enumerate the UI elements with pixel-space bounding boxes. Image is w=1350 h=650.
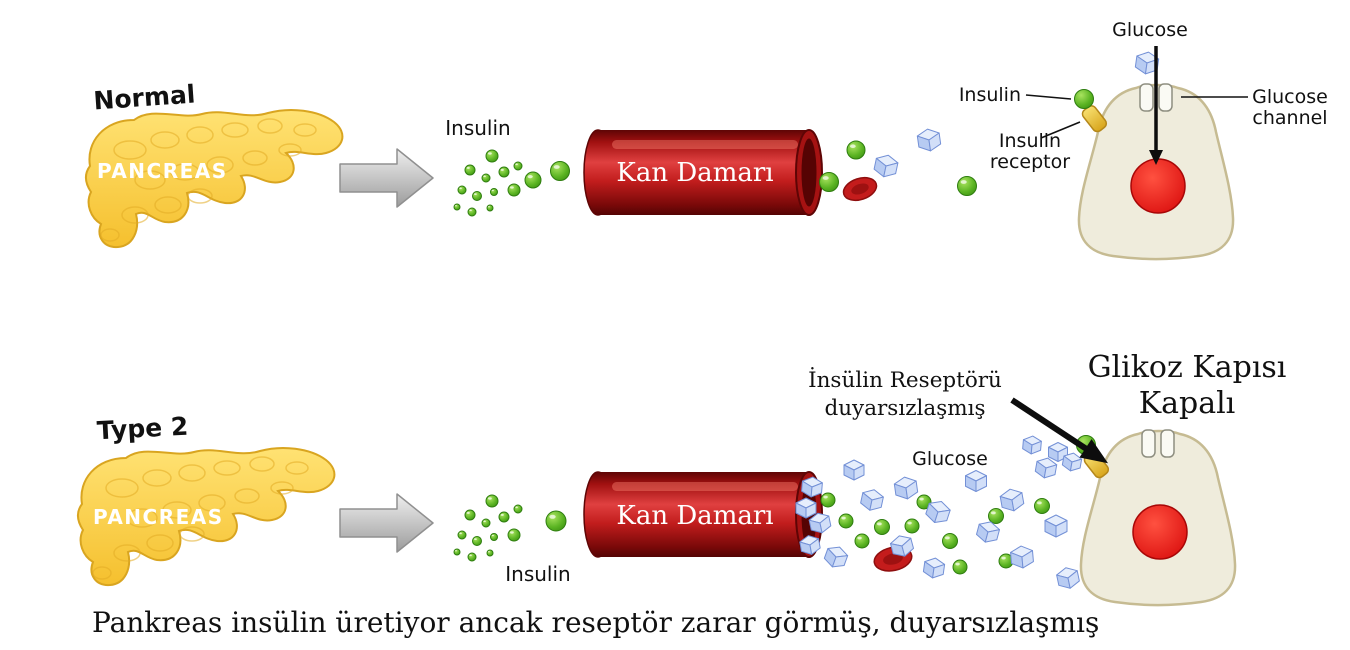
glucose-molecule xyxy=(860,489,884,511)
insulin-molecule xyxy=(453,203,461,211)
glucose-molecule xyxy=(1048,442,1068,462)
insulin-label-normal: Insulin xyxy=(445,116,510,140)
insulin-molecule xyxy=(916,494,932,510)
cell-illustration-type2 xyxy=(1079,428,1237,607)
glucose-molecule xyxy=(1010,545,1034,569)
insulin-molecule xyxy=(486,549,494,557)
glucose-molecule xyxy=(1061,452,1083,472)
vessel-label-normal: Kan Damarı xyxy=(616,158,773,188)
pancreas-label-type2: PANCREAS xyxy=(93,505,224,529)
insulin-molecule xyxy=(513,504,523,514)
glucose-molecule xyxy=(893,476,919,500)
insulin-molecule xyxy=(467,552,477,562)
insulin-molecule xyxy=(838,513,854,529)
receptor-note-line1: İnsülin Reseptörü xyxy=(808,366,1002,393)
flow-arrow-type2 xyxy=(339,493,434,553)
receptor-pointer-arrow xyxy=(1010,397,1109,464)
gate-closed-title-line1: Glikoz Kapısı xyxy=(1088,350,1287,385)
insulin-callout-label: Insulin xyxy=(959,84,1021,106)
insulin-molecule xyxy=(486,204,494,212)
insulin-molecule xyxy=(545,510,567,532)
glucose-molecule xyxy=(965,470,987,492)
insulin-receptor-normal xyxy=(1074,89,1108,133)
glucose-channel-label-line1: Glucose xyxy=(1252,86,1328,108)
insulin-molecule xyxy=(819,172,839,192)
insulin-molecule xyxy=(957,176,977,196)
insulin-molecule xyxy=(874,519,890,535)
insulin-molecule xyxy=(485,494,499,508)
insulin-molecule xyxy=(904,518,920,534)
gate-closed-title-line2: Kapalı xyxy=(1139,386,1236,421)
glucose-molecule xyxy=(823,546,849,568)
glucose-molecule xyxy=(1022,435,1042,455)
glucose-molecule xyxy=(922,557,946,579)
glucose-channel-label-line2: channel xyxy=(1252,107,1327,129)
receptor-callout-line xyxy=(1040,121,1081,139)
flow-arrow-normal xyxy=(339,148,434,208)
insulin-molecule xyxy=(498,511,510,523)
glucose-molecule xyxy=(873,154,899,178)
insulin-molecule xyxy=(457,185,467,195)
insulin-molecule xyxy=(498,166,510,178)
red-blood-cell xyxy=(842,176,878,202)
insulin-molecule xyxy=(490,188,498,196)
glucose-molecule xyxy=(889,535,915,557)
insulin-molecule xyxy=(550,161,570,181)
insulin-receptor-label-line1: Insulin xyxy=(999,130,1061,152)
vessel-label-type2: Kan Damarı xyxy=(616,501,773,531)
glucose-label-type2: Glucose xyxy=(912,448,988,470)
glucose-molecule xyxy=(1044,514,1068,538)
insulin-molecule xyxy=(481,173,491,183)
insulin-molecule xyxy=(507,528,521,542)
insulin-molecule xyxy=(988,508,1004,524)
glucose-molecule xyxy=(999,488,1025,512)
glucose-molecule xyxy=(925,501,951,523)
insulin-receptor-type2 xyxy=(1076,435,1110,479)
receptor-note-line2: duyarsızlaşmış xyxy=(824,396,985,421)
insulin-molecule xyxy=(513,161,523,171)
insulin-molecule xyxy=(485,149,499,163)
insulin-molecule xyxy=(481,518,491,528)
insulin-molecule xyxy=(854,533,870,549)
insulin-molecule xyxy=(952,559,968,575)
glucose-molecule xyxy=(795,497,817,519)
glucose-molecule xyxy=(1056,567,1080,589)
insulin-molecule xyxy=(507,183,521,197)
insulin-molecule xyxy=(464,509,476,521)
insulin-molecule xyxy=(524,171,542,189)
insulin-molecule xyxy=(1034,498,1050,514)
glucose-molecule xyxy=(843,459,865,481)
glucose-molecule xyxy=(799,535,821,555)
insulin-molecule xyxy=(820,492,836,508)
glucose-molecule xyxy=(1034,457,1058,479)
glucose-molecule xyxy=(808,512,832,534)
insulin-label-type2: Insulin xyxy=(505,562,570,586)
insulin-molecule xyxy=(467,207,477,217)
insulin-molecule xyxy=(846,140,866,160)
insulin-callout-line xyxy=(1025,94,1072,100)
glucose-molecule xyxy=(801,476,823,498)
insulin-molecule xyxy=(490,533,498,541)
glucose-molecule xyxy=(975,521,1001,543)
glucose-molecule xyxy=(916,128,942,152)
section-title-normal: Normal xyxy=(93,80,197,116)
caption: Pankreas insülin üretiyor ancak reseptör… xyxy=(92,606,1099,639)
insulin-molecule xyxy=(472,191,482,201)
pancreas-label-normal: PANCREAS xyxy=(97,159,228,183)
molecule-field-type2 xyxy=(453,435,1083,589)
section-title-type2: Type 2 xyxy=(96,412,189,446)
insulin-molecule xyxy=(942,533,958,549)
glucose-label-normal: Glucose xyxy=(1112,19,1188,41)
insulin-molecule xyxy=(453,548,461,556)
insulin-molecule xyxy=(464,164,476,176)
insulin-molecule xyxy=(472,536,482,546)
insulin-molecule xyxy=(457,530,467,540)
insulin-receptor-label-line2: receptor xyxy=(990,151,1070,173)
